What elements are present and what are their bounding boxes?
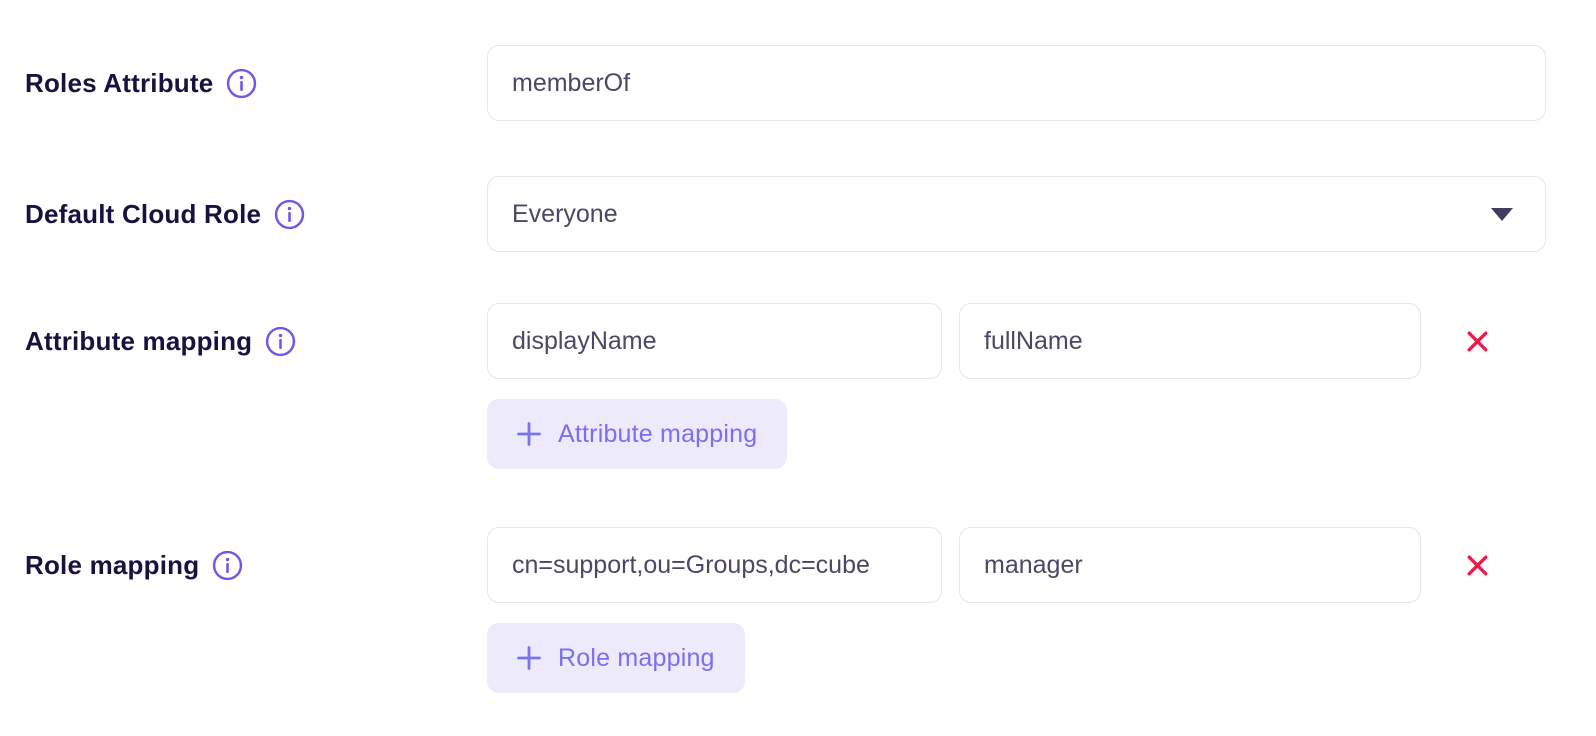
add-role-mapping-button-label: Role mapping <box>558 643 715 672</box>
info-icon[interactable] <box>274 199 305 230</box>
add-attribute-mapping-button-label: Attribute mapping <box>558 419 758 448</box>
roles-attribute-field-col <box>487 45 1546 121</box>
ldap-settings-form: Roles Attribute Default Cloud Role <box>0 45 1596 693</box>
default-cloud-role-selected-value: Everyone <box>512 199 618 228</box>
role-mapping-label-group: Role mapping <box>0 527 487 603</box>
info-icon[interactable] <box>265 326 296 357</box>
roles-attribute-label: Roles Attribute <box>25 67 214 98</box>
add-role-mapping-button[interactable]: Role mapping <box>487 623 745 693</box>
x-icon <box>1464 552 1491 579</box>
form-row-roles-attribute: Roles Attribute <box>0 45 1596 121</box>
plus-icon <box>515 420 543 448</box>
attribute-mapping-target-input[interactable] <box>959 303 1421 379</box>
role-mapping-row <box>487 527 1546 603</box>
chevron-down-icon <box>1491 208 1513 221</box>
plus-icon <box>515 644 543 672</box>
role-mapping-field-col: Role mapping <box>487 527 1546 693</box>
attribute-mapping-row <box>487 303 1546 379</box>
attribute-mapping-source-input[interactable] <box>487 303 942 379</box>
roles-attribute-input[interactable] <box>487 45 1546 121</box>
info-icon[interactable] <box>212 550 243 581</box>
role-mapping-source-input[interactable] <box>487 527 942 603</box>
role-mapping-target-input[interactable] <box>959 527 1421 603</box>
roles-attribute-label-group: Roles Attribute <box>0 45 487 121</box>
attribute-mapping-label: Attribute mapping <box>25 325 253 356</box>
default-cloud-role-dropdown[interactable]: Everyone <box>487 176 1546 252</box>
remove-role-mapping-button[interactable] <box>1451 539 1503 591</box>
form-row-attribute-mapping: Attribute mapping <box>0 303 1596 469</box>
form-row-role-mapping: Role mapping <box>0 527 1596 693</box>
default-cloud-role-label-group: Default Cloud Role <box>0 176 487 252</box>
info-icon[interactable] <box>226 68 257 99</box>
default-cloud-role-label: Default Cloud Role <box>25 198 262 229</box>
remove-attribute-mapping-button[interactable] <box>1451 315 1503 367</box>
form-row-default-cloud-role: Default Cloud Role Everyone <box>0 176 1596 252</box>
attribute-mapping-field-col: Attribute mapping <box>487 303 1546 469</box>
default-cloud-role-field-col: Everyone <box>487 176 1546 252</box>
x-icon <box>1464 328 1491 355</box>
attribute-mapping-label-group: Attribute mapping <box>0 303 487 379</box>
add-attribute-mapping-button[interactable]: Attribute mapping <box>487 399 788 469</box>
role-mapping-label: Role mapping <box>25 549 200 580</box>
